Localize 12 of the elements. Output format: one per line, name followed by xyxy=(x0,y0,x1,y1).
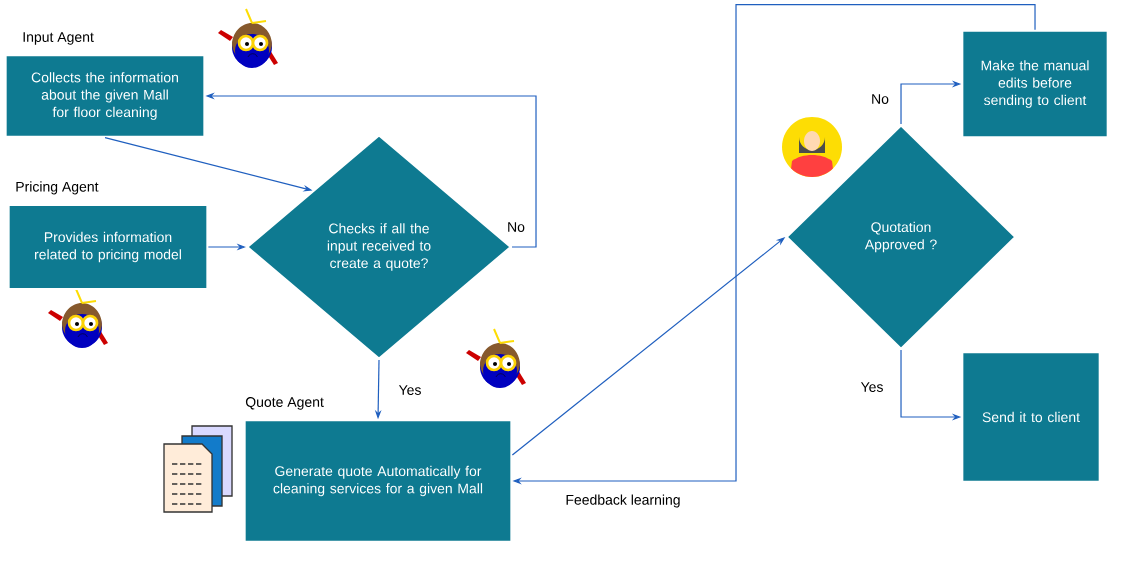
edge-label: No xyxy=(869,92,891,106)
process-box: Send it to client xyxy=(961,351,1101,483)
edge-label: Yes xyxy=(859,380,885,394)
process-box: Provides information related to pricing model xyxy=(7,204,209,290)
agent-heading: Pricing Agent xyxy=(16,181,99,195)
process-box: Collects the information about the given Mall for floor cleaning xyxy=(4,54,206,138)
process-box: Make the manual edits before sending to client xyxy=(961,29,1109,139)
agent-heading: Quote Agent xyxy=(245,397,324,410)
edge-label: Yes xyxy=(397,383,423,397)
agent-heading: Input Agent xyxy=(23,32,94,45)
edge-label: Feedback learning xyxy=(564,493,682,509)
process-box: Generate quote Automatically for cleaning services for a given Mall xyxy=(243,419,513,543)
